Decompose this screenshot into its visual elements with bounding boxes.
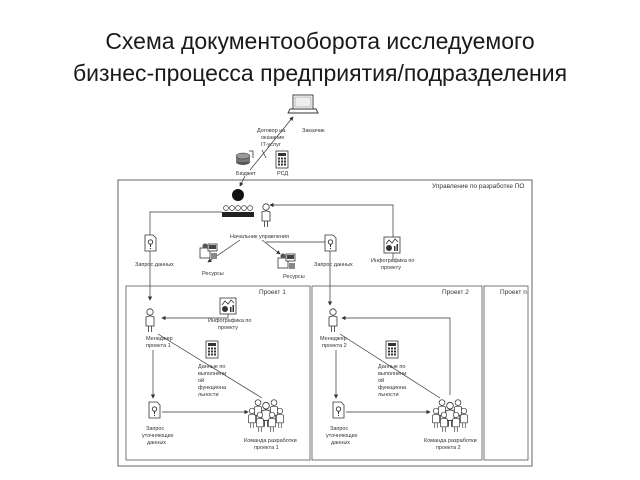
svg-text:Запрос: Запрос [146,426,164,432]
project2-label: Проект 2 [442,289,469,296]
svg-text:Запрос: Запрос [330,426,348,432]
project2-clarify-label: Запрос уточняющих данных [326,426,358,446]
arrow-info-to-manager1 [161,314,229,321]
team1-label: Команда разработки проекта 1 [244,438,297,451]
project1-data-label: Данные по выполнени ой функциона льности [198,364,227,398]
contract-label: Договор на оказание IT-услуг [257,128,286,148]
svg-text:проекту: проекту [381,265,401,271]
manager1-label: Менеджер проекта 1 [146,336,173,349]
arrow-head-to-manager1 [147,211,222,301]
head-label: Начальник управления [230,234,289,240]
svg-text:уточняющих: уточняющих [326,433,358,439]
project1-label: Проект 1 [259,289,286,296]
svg-text:Команда разработки: Команда разработки [244,438,297,444]
svg-text:проекта 2: проекта 2 [436,445,461,451]
people-group-icon [433,400,468,432]
arrow-manager1-to-team [157,333,263,399]
svg-text:льности: льности [378,392,399,398]
arrow-resources-right [261,239,281,255]
resources-icon [199,243,218,260]
svg-text:проекта 1: проекта 1 [146,343,171,349]
request-icon [324,234,337,252]
projectn-container [483,285,529,461]
slide-title-line-1: Схема документооборота исследуемого [105,28,535,54]
svg-text:Команда разработки: Команда разработки [424,438,477,444]
arrow-team2-to-manager2 [341,315,451,395]
svg-text:проекта 1: проекта 1 [254,445,279,451]
arrow-info-to-head [269,202,394,260]
chart-icon [219,297,237,315]
resources-icon [277,253,296,270]
people-group-icon [249,400,284,432]
info-top-label: Инфографика по проекту [371,258,414,271]
svg-text:выполнени: выполнени [198,371,226,377]
arrow-to-customer [249,116,294,171]
person-icon [145,308,155,333]
department-container [117,179,533,467]
svg-text:функциона: функциона [198,385,227,391]
calculator-icon [385,340,399,359]
request-left-label: Запрос данных [135,262,174,268]
svg-text:Инфографика по: Инфографика по [208,318,251,324]
svg-text:льности: льности [198,392,219,398]
svg-text:функциона: функциона [378,385,407,391]
project2-data-label: Данные по выполнени ой функциона льности [378,364,407,398]
project2-container [311,285,483,461]
arrow-budget-down [239,175,246,187]
budget-icon [235,150,254,165]
project1-clarify-label: Запрос уточняющих данных [142,426,174,446]
svg-text:выполнени: выполнени [378,371,406,377]
svg-text:данных: данных [331,440,350,446]
rsd-label: РСД [277,171,288,177]
laptop-icon [287,94,319,114]
svg-text:Менеджер: Менеджер [320,336,347,342]
resources-left-label: Ресурсы [202,271,224,277]
project1-container [125,285,311,461]
connector [261,149,267,159]
customer-label: Заказчик [302,128,325,134]
project1-info-label: Инфографика по проекту [208,318,251,331]
svg-text:IT-услуг: IT-услуг [261,142,281,148]
svg-text:уточняющих: уточняющих [142,433,174,439]
request-icon [148,401,161,419]
svg-text:данных: данных [147,440,166,446]
request-icon [332,401,345,419]
svg-text:проекта 2: проекта 2 [322,343,347,349]
svg-text:оказание: оказание [261,135,284,141]
request-icon [144,234,157,252]
slide-title-line-2: бизнес-процесса предприятия/подразделени… [72,60,568,86]
svg-text:Договор на: Договор на [257,128,286,134]
chart-icon [383,236,401,254]
request-right-label: Запрос данных [314,262,353,268]
department-label: Управление по разработке ПО [432,182,525,190]
svg-text:проекту: проекту [218,325,238,331]
svg-text:Менеджер: Менеджер [146,336,173,342]
svg-text:ой: ой [198,377,204,384]
svg-text:ой: ой [378,377,384,384]
resources-right-label: Ресурсы [283,274,305,280]
calculator-icon [205,340,219,359]
manager2-label: Менеджер проекта 2 [320,336,347,349]
svg-text:Инфографика по: Инфографика по [371,258,414,264]
person-icon [261,203,271,228]
chief-icon [222,189,254,217]
calculator-icon [275,150,289,169]
projectn-label: Проект n [500,289,527,296]
budget-label: Бюджет [236,171,256,177]
team2-label: Команда разработки проекта 2 [424,438,477,451]
person-icon [328,308,338,333]
arrow-manager2-to-team [339,333,441,399]
